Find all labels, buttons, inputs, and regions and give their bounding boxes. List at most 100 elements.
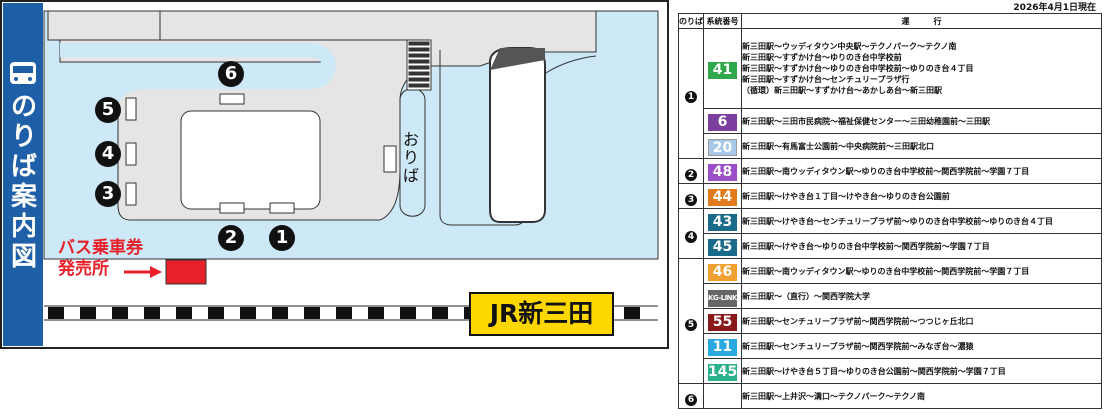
route-line: 新三田駅～けやき台５丁目～ゆりのき台公園前～関西学院前～学園７丁目: [742, 366, 1006, 376]
crosswalk-stripe: [408, 77, 430, 82]
route-number-badge: KG-LINK: [708, 290, 737, 307]
route-line: 新三田駅～（直行）～関西学院大学: [742, 291, 871, 301]
route-line: 新三田駅～南ウッディタウン駅～ゆりのき台中学校前～関西学院前～学園７丁目: [742, 166, 1030, 176]
rail-sleeper: [176, 307, 192, 319]
route-number-badge: 11: [708, 339, 737, 356]
route-line: 新三田駅～センチュリープラザ前～関西学院前～つつじヶ丘北口: [742, 316, 974, 326]
route-cell: 145: [703, 358, 742, 384]
rail-sleeper: [400, 307, 416, 319]
table-row: KG-LINK 新三田駅～（直行）～関西学院大学: [679, 283, 1102, 309]
rail-sleeper: [144, 307, 160, 319]
ticket-office-label-line2: 発売所: [58, 259, 109, 279]
route-cell: 43: [703, 208, 742, 234]
stop-number-cell: 3: [678, 183, 704, 209]
route-cell: 45: [703, 233, 742, 259]
stop-2-marker: 2: [218, 225, 244, 251]
stop-6-marker: 6: [218, 61, 244, 87]
route-number-badge: 48: [708, 164, 737, 181]
rail-sleeper: [336, 307, 352, 319]
stop-number: 1: [685, 91, 697, 103]
route-number-badge: 43: [708, 214, 737, 231]
header-operation: 運 行: [741, 13, 1102, 29]
stop-number: 5: [685, 318, 697, 331]
route-cell: 20: [703, 133, 742, 159]
table-row: 55 新三田駅～センチュリープラザ前～関西学院前～つつじヶ丘北口: [679, 308, 1102, 334]
table-row: 2 48 新三田駅～南ウッディタウン駅～ゆりのき台中学校前～関西学院前～学園７丁目: [678, 158, 1102, 184]
stop-1-marker: 1: [269, 225, 295, 251]
table-row: 45 新三田駅～けやき台～ゆりのき台中学校前～関西学院前～学園７丁目: [679, 233, 1102, 259]
route-description: 新三田駅～けやき台～センチュリープラザ前～ゆりのき台中学校前～ゆりのき台４丁目: [741, 208, 1102, 234]
ticket-office-label-line1: バス乗車券: [58, 238, 143, 258]
route-line: 新三田駅～センチュリープラザ前～関西学院前～みなぎ台～濃猿: [742, 341, 974, 351]
effective-date: 2026年4月1日現在: [1013, 3, 1096, 13]
crosswalk-stripe: [408, 59, 430, 64]
crosswalk-stripe: [408, 47, 430, 52]
header-route: 系統番号: [703, 13, 742, 29]
route-line: 新三田駅～三田市民病院～福祉保健センター～三田幼稚園前～三田駅: [742, 116, 991, 126]
route-number-badge: 6: [708, 114, 737, 131]
route-line: 新三田駅～すずかけ台～ゆりのき台中学校前～ゆりのき台４丁目: [742, 64, 974, 73]
route-cell: 44: [703, 183, 742, 209]
stop-4-marker: 4: [95, 141, 121, 167]
stop-number: 3: [685, 193, 697, 206]
table-row: 11 新三田駅～センチュリープラザ前～関西学院前～みなぎ台～濃猿: [679, 333, 1102, 359]
rail-sleeper: [432, 307, 448, 319]
rail-sleeper: [272, 307, 288, 319]
route-description: 新三田駅～南ウッディタウン駅～ゆりのき台中学校前～関西学院前～学園７丁目: [741, 258, 1102, 284]
route-line: 新三田駅～けやき台１丁目～けやき台～ゆりのき台公園前: [742, 191, 950, 201]
route-description: 新三田駅～（直行）～関西学院大学: [741, 283, 1102, 309]
table-header-row: のりば 系統番号 運 行: [678, 13, 1102, 29]
route-cell: 48: [703, 158, 742, 184]
route-number-badge: 46: [708, 264, 737, 281]
alighting-label: おりば: [402, 130, 419, 185]
route-cell: 55: [703, 308, 742, 334]
crosswalk-stripe: [408, 71, 430, 76]
stop-number-cell: 6: [678, 383, 704, 409]
rail-sleeper: [624, 307, 640, 319]
route-line: 新三田駅～すずかけ台～ゆりのき台中学校前: [742, 53, 902, 62]
route-line: 新三田駅～けやき台～ゆりのき台中学校前～関西学院前～学園７丁目: [742, 241, 990, 251]
route-description: 新三田駅～けやき台～ゆりのき台中学校前～関西学院前～学園７丁目: [741, 233, 1102, 259]
route-description: 新三田駅～三田市民病院～福祉保健センター～三田幼稚園前～三田駅: [741, 108, 1102, 134]
route-line: 新三田駅～ウッディタウン中央駅～テクノパーク～テクノ南: [742, 42, 957, 51]
route-cell: 6: [703, 108, 742, 134]
crosswalk-stripe: [408, 41, 430, 46]
route-description: 新三田駅～センチュリープラザ前～関西学院前～つつじヶ丘北口: [741, 308, 1102, 334]
route-description: 新三田駅～けやき台１丁目～けやき台～ゆりのき台公園前: [741, 183, 1102, 209]
route-number-badge: 55: [708, 314, 737, 331]
rail-sleeper: [80, 307, 96, 319]
route-description: 新三田駅～有馬富士公園前～中央病院前～三田駅北口: [741, 133, 1102, 159]
route-description: 新三田駅～けやき台５丁目～ゆりのき台公園前～関西学院前～学園７丁目: [741, 358, 1102, 384]
stop-number: 2: [685, 168, 697, 181]
stop-number-cell: 4: [678, 208, 704, 259]
route-cell: KG-LINK: [703, 283, 742, 309]
route-line: 新三田駅～有馬富士公園前～中央病院前～三田駅北口: [742, 141, 935, 151]
stop-number: 6: [685, 393, 697, 406]
title-bar: [3, 3, 43, 346]
rail-sleeper: [240, 307, 256, 319]
route-line: 新三田駅～けやき台～センチュリープラザ前～ゆりのき台中学校前～ゆりのき台４丁目: [742, 216, 1054, 226]
station-sign: JR新三田: [469, 292, 614, 336]
stop-number-cell: 1: [678, 28, 704, 159]
map-drawing: [0, 0, 669, 349]
rail-sleeper: [112, 307, 128, 319]
route-line: （循環）新三田駅～すずかけ台～あかしあ台～新三田駅: [742, 86, 943, 95]
route-description: 新三田駅～ウッディタウン中央駅～テクノパーク～テクノ南新三田駅～すずかけ台～ゆり…: [741, 28, 1102, 109]
crosswalk-stripe: [408, 65, 430, 70]
route-number-badge: 41: [708, 61, 737, 79]
route-line: 新三田駅～すずかけ台～センチュリープラザ行: [742, 75, 910, 84]
rail-sleeper: [304, 307, 320, 319]
route-number-badge: 45: [708, 239, 737, 256]
table-row: 5 46 新三田駅～南ウッディタウン駅～ゆりのき台中学校前～関西学院前～学園７丁目: [678, 258, 1102, 384]
rail-sleeper: [48, 307, 64, 319]
ticket-office: [165, 259, 207, 285]
rail-sleeper: [208, 307, 224, 319]
route-number-badge: 44: [708, 189, 737, 206]
route-line: 新三田駅～南ウッディタウン駅～ゆりのき台中学校前～関西学院前～学園７丁目: [742, 266, 1030, 276]
table-row: 3 44 新三田駅～けやき台１丁目～けやき台～ゆりのき台公園前: [678, 183, 1102, 209]
crosswalk-stripe: [408, 53, 430, 58]
